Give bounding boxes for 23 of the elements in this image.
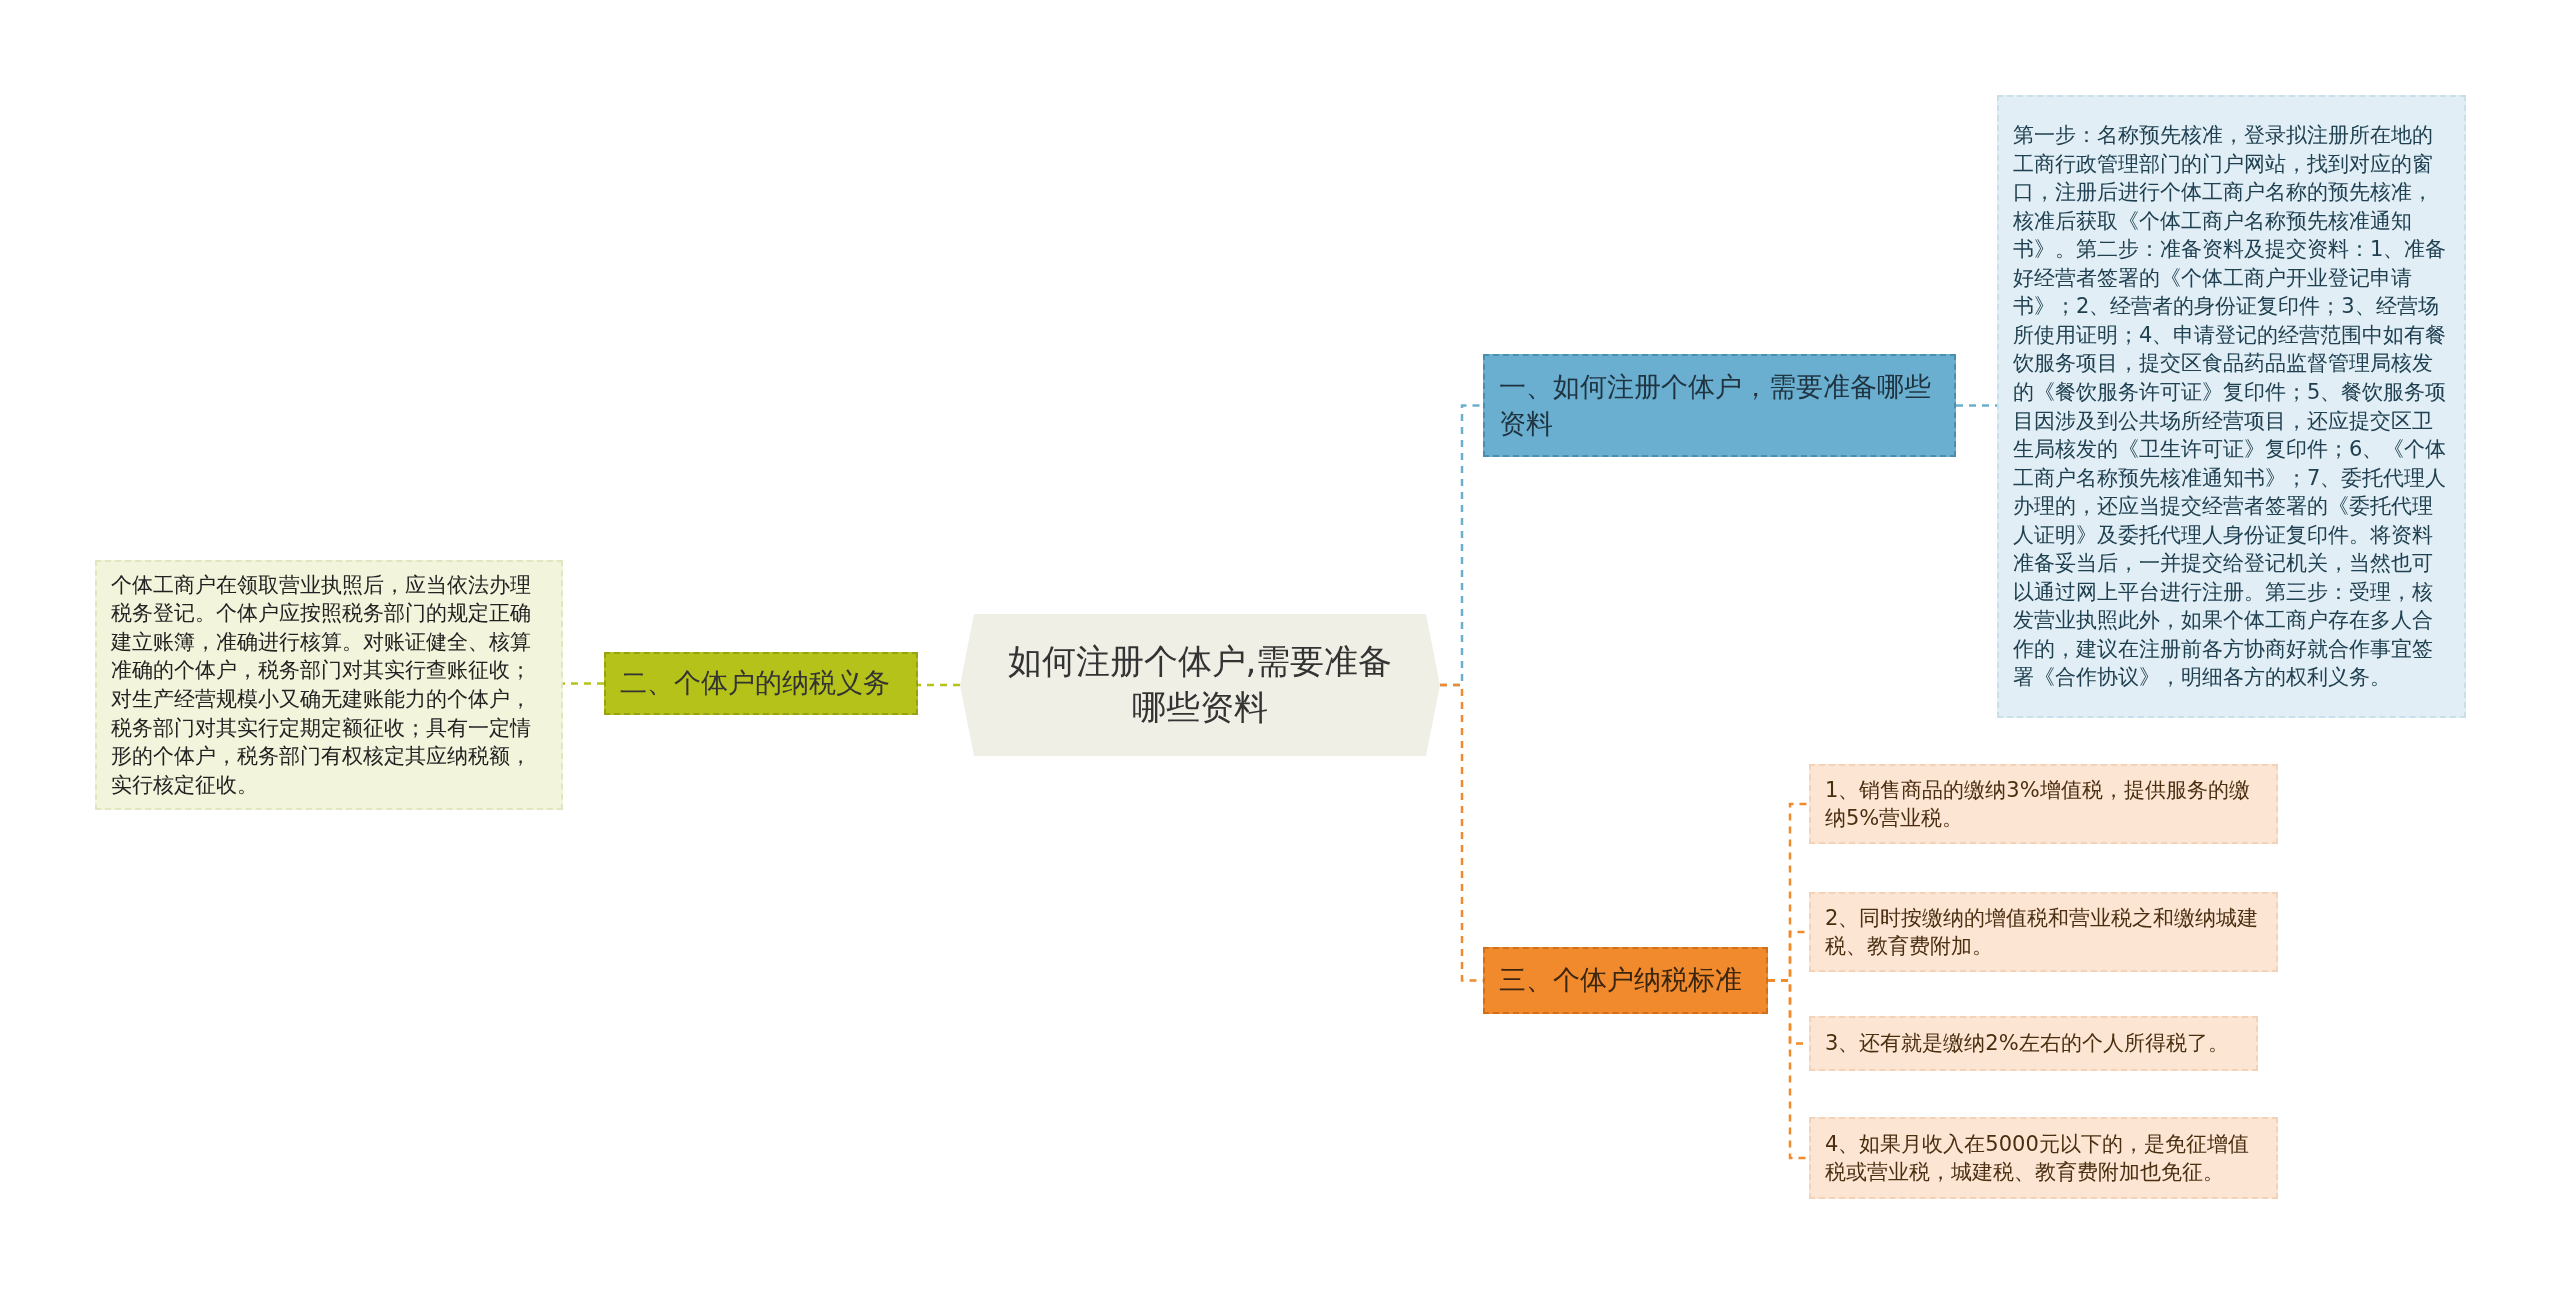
connector-line	[563, 682, 604, 685]
connector-line	[1956, 404, 1997, 407]
branch-box	[1483, 947, 1768, 1014]
connector-line	[1768, 979, 1809, 1160]
branch-title: 三、个体户纳税标准	[1499, 963, 1743, 998]
item-text: 2、同时按缴纳的增值税和营业税之和缴纳城建税、教育费附加。	[1825, 904, 2260, 960]
item-text: 1、销售商品的缴纳3%增值税，提供服务的缴纳5%营业税。	[1825, 776, 2251, 832]
note-text: 个体工商户在领取营业执照后，应当依法办理税务登记。个体户应按照税务部门的规定正确建立账簿，准确进行核算。对账证健全、核算准确的个体户，税务部门对其实行查账征收；对生产经营规模小又确无建账能力的个体户，税务部门对其实行定期定额征收；具有一定情形的个体户，税务部门有权核定其应纳税额，实行核定征收。	[111, 571, 532, 799]
item-box	[1809, 1016, 2258, 1071]
item-box	[1809, 1117, 2278, 1199]
branch-title: 一、如何注册个体户，需要准备哪些资料	[1499, 370, 1932, 441]
note-box	[1997, 95, 2466, 718]
branch-box	[604, 652, 918, 715]
note-text: 第一步：名称预先核准，登录拟注册所在地的工商行政管理部门的门户网站，找到对应的窗口，注册后进行个体工商户名称的预先核准，核准后获取《个体工商户名称预先核准通知书》。第二步：准备资料及提交资料：1、准备好经营者签署的《个体工商户开业登记申请书》；2、经营者的身份证复印件；3、经营场所使用证明；4、申请登记的经营范围中如有餐饮服务项目，提交区食品药品监督管理局核发的《餐饮服务许可证》复印件；5、餐饮服务项目因涉及到公共场所经营项目，还应提交区卫生局核发的《卫生许可证》复印件；6、《个体工商户名称预先核准通知书》；7、委托代理人办理的，还应当提交经营者签署的《委托代理人证明》及委托代理人身份证复印件。将资料准备妥当后，一并提交给登记机关，当然也可以通过网上平台进行注册。第三步：受理，核发营业执照此外，如果个体工商户存在多人合作的，建议在注册前各方协商好就合作事宜签署《合作协议》，明细各方的权利义务。	[2013, 122, 2448, 692]
note-box	[95, 560, 563, 810]
connector-line	[918, 683, 960, 687]
item-box	[1809, 892, 2278, 972]
branch-title: 二、个体户的纳税义务	[620, 666, 891, 701]
item-text: 3、还有就是缴纳2%左右的个人所得税了。	[1825, 1030, 2230, 1058]
item-text: 4、如果月收入在5000元以下的，是免征增值税或营业税，城建税、教育费附加也免征。	[1825, 1130, 2250, 1186]
item-box	[1809, 764, 2278, 844]
topic-title: 如何注册个体户,需要准备哪些资料	[1006, 640, 1394, 729]
branch-box	[1483, 354, 1956, 457]
